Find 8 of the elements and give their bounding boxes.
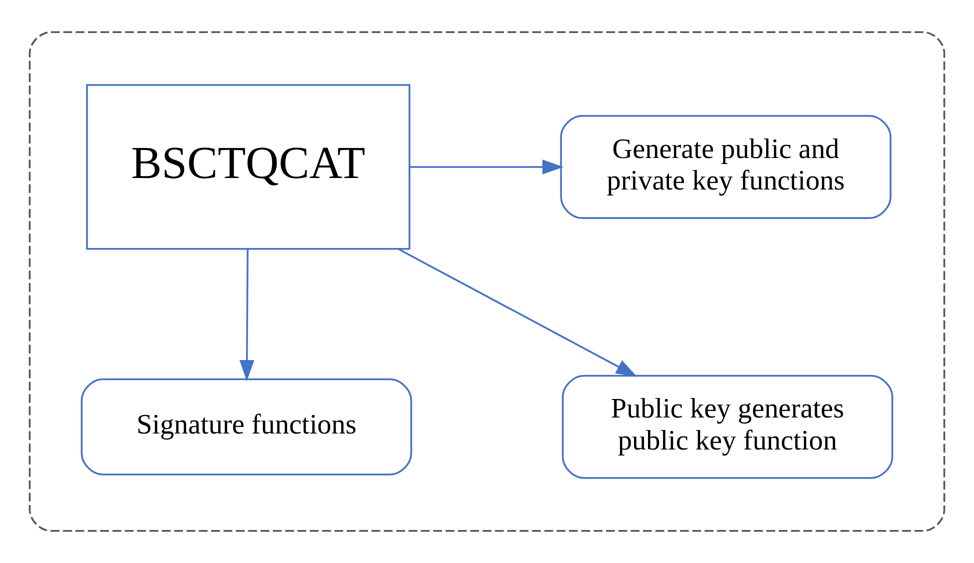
node-box: Public key generates public key function [562, 374, 894, 479]
cluster [28, 31, 946, 532]
arrow [398, 248, 638, 377]
arrow [240, 249, 254, 382]
node-box: Signature functions [80, 378, 412, 476]
node-box: Generate public and private key functions [560, 114, 892, 219]
node-box: BSCTQCAT [86, 84, 410, 250]
arrow [410, 160, 564, 174]
